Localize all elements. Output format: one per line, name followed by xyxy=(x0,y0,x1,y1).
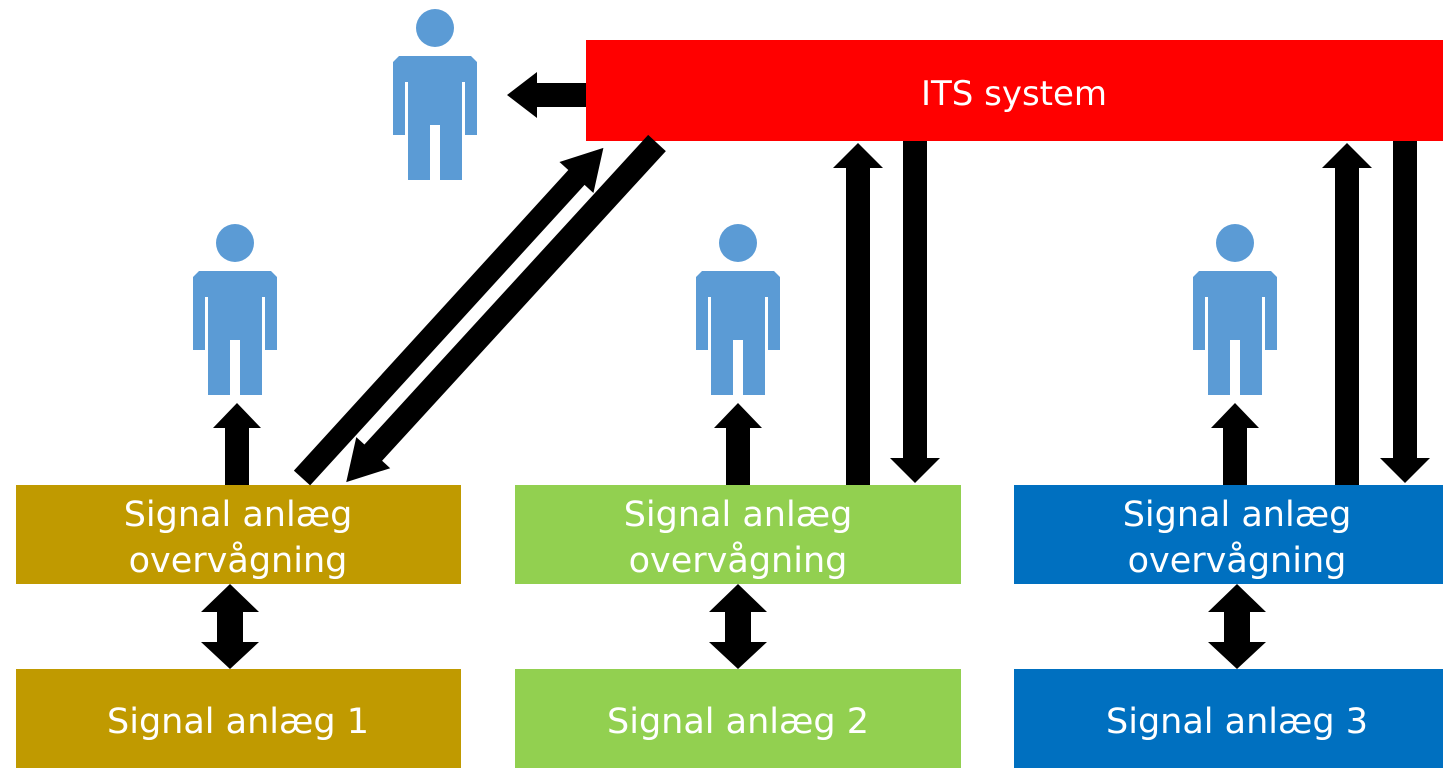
double-arrow-column-2 xyxy=(709,584,767,669)
signal-box-2 xyxy=(515,669,961,768)
monitor-3-line2: overvågning xyxy=(1128,540,1347,581)
signal-2-label: Signal anlæg 2 xyxy=(607,702,869,742)
monitor-1-line2: overvågning xyxy=(129,540,348,581)
monitor-box-3 xyxy=(1014,485,1443,584)
person-icon xyxy=(193,224,277,395)
its-system-node: ITS system xyxy=(586,40,1443,141)
its-system-box xyxy=(586,40,1443,141)
signal-1-label: Signal anlæg 1 xyxy=(107,702,369,742)
arrow-monitor3-to-person xyxy=(1211,403,1259,485)
arrow-monitor2-to-its xyxy=(833,143,883,485)
arrow-its-to-monitor3 xyxy=(1380,141,1430,483)
double-arrow-column-3 xyxy=(1208,584,1266,669)
arrow-monitor2-to-person xyxy=(714,403,762,485)
column-3: Signal anlæg overvågning Signal anlæg 3 xyxy=(1014,485,1443,768)
monitor-box-1 xyxy=(16,485,461,584)
arrow-monitor1-to-its xyxy=(293,147,604,486)
signal-3-label: Signal anlæg 3 xyxy=(1106,702,1368,742)
signal-box-3 xyxy=(1014,669,1443,768)
its-system-label: ITS system xyxy=(921,74,1107,114)
arrow-its-to-monitor2 xyxy=(890,141,940,483)
person-icon xyxy=(393,9,477,180)
arrow-monitor3-to-its xyxy=(1322,143,1372,485)
monitor-box-2 xyxy=(515,485,961,584)
monitor-3-line1: Signal anlæg xyxy=(1123,495,1352,535)
double-arrow-column-1 xyxy=(201,584,259,669)
person-icon xyxy=(696,224,780,395)
column-1: Signal anlæg overvågning Signal anlæg 1 xyxy=(16,485,461,768)
arrow-its-to-monitor1 xyxy=(346,134,666,483)
column-2: Signal anlæg overvågning Signal anlæg 2 xyxy=(515,485,961,768)
arrow-monitor1-to-person xyxy=(213,403,261,485)
monitor-2-line1: Signal anlæg xyxy=(624,495,853,535)
person-icon xyxy=(1193,224,1277,395)
arrow-its-to-operator xyxy=(507,72,586,118)
signal-box-1 xyxy=(16,669,461,768)
monitor-1-line1: Signal anlæg xyxy=(124,495,353,535)
monitor-2-line2: overvågning xyxy=(629,540,848,581)
